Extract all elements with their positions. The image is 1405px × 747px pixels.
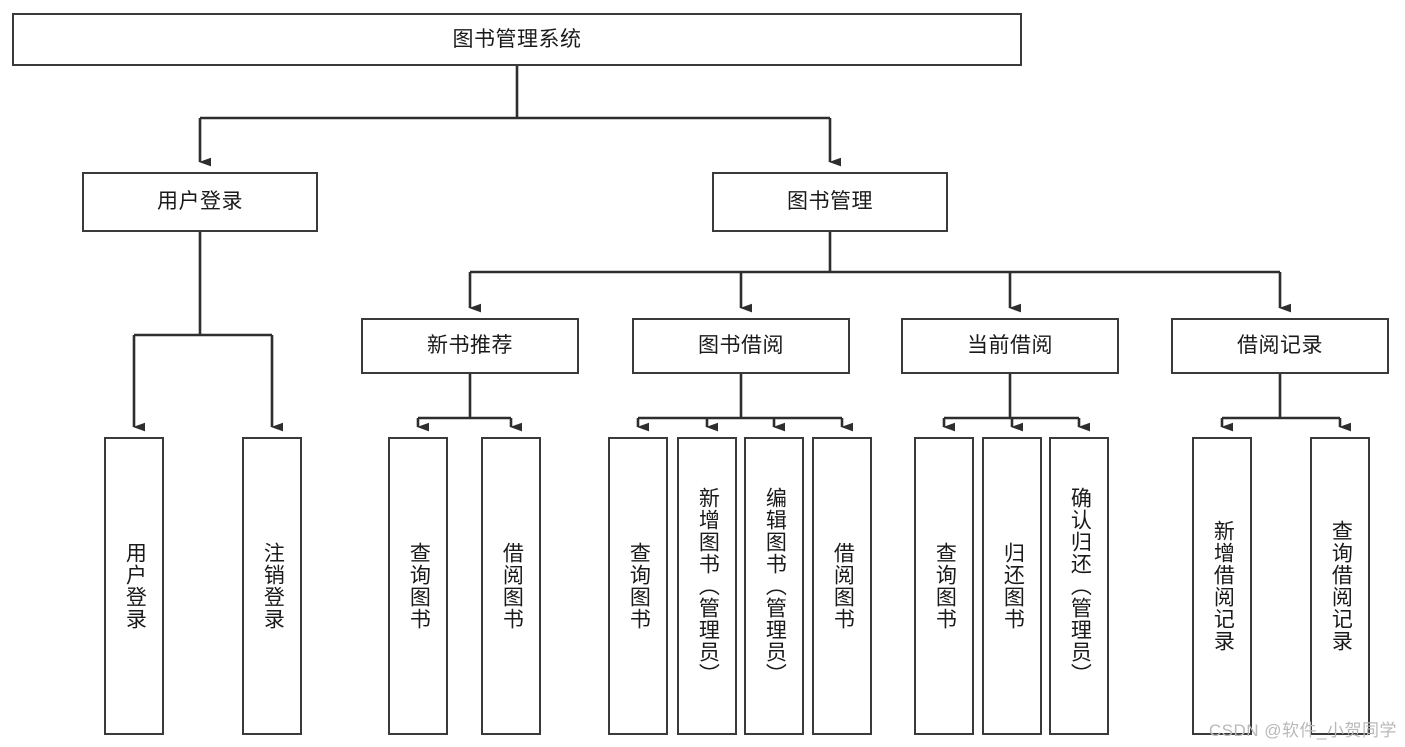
- node-label: 图书管理系统: [452, 27, 582, 51]
- node-login[interactable]: 用户登录: [82, 172, 318, 232]
- node-label: 查询图书: [407, 542, 431, 630]
- node-leaf-bor-edit[interactable]: 编辑图书（管理员）: [744, 437, 804, 735]
- node-label: 归还图书: [1001, 542, 1025, 630]
- node-label: 新增图书（管理员）: [696, 487, 720, 685]
- node-leaf-cur-confirm[interactable]: 确认归还（管理员）: [1049, 437, 1109, 735]
- node-leaf-cur-query[interactable]: 查询图书: [914, 437, 974, 735]
- node-label: 查询图书: [933, 542, 957, 630]
- node-current[interactable]: 当前借阅: [901, 318, 1119, 374]
- node-label: 图书借阅: [698, 334, 784, 358]
- node-label: 新书推荐: [427, 334, 513, 358]
- node-bookmgmt[interactable]: 图书管理: [712, 172, 948, 232]
- node-borrow[interactable]: 图书借阅: [632, 318, 850, 374]
- node-label: 编辑图书（管理员）: [763, 487, 787, 685]
- node-leaf-bor-add[interactable]: 新增图书（管理员）: [677, 437, 737, 735]
- node-label: 借阅图书: [831, 542, 855, 630]
- node-label: 查询借阅记录: [1329, 520, 1353, 652]
- node-root[interactable]: 图书管理系统: [12, 13, 1022, 66]
- node-label: 新增借阅记录: [1211, 520, 1235, 652]
- node-label: 用户登录: [123, 542, 147, 630]
- node-label: 借阅图书: [500, 542, 524, 630]
- node-label: 图书管理: [787, 190, 873, 214]
- node-leaf-user-logout[interactable]: 注销登录: [242, 437, 302, 735]
- node-leaf-new-query[interactable]: 查询图书: [388, 437, 448, 735]
- node-label: 当前借阅: [967, 334, 1053, 358]
- node-records[interactable]: 借阅记录: [1171, 318, 1389, 374]
- node-label: 查询图书: [627, 542, 651, 630]
- node-label: 用户登录: [157, 190, 243, 214]
- node-leaf-user-login[interactable]: 用户登录: [104, 437, 164, 735]
- node-label: 借阅记录: [1237, 334, 1323, 358]
- watermark-text: CSDN @软件_小贺同学: [1208, 721, 1397, 740]
- node-label: 注销登录: [261, 542, 285, 630]
- node-leaf-bor-borrow[interactable]: 借阅图书: [812, 437, 872, 735]
- node-leaf-cur-return[interactable]: 归还图书: [982, 437, 1042, 735]
- node-leaf-rec-add[interactable]: 新增借阅记录: [1192, 437, 1252, 735]
- node-newrec[interactable]: 新书推荐: [361, 318, 579, 374]
- node-leaf-rec-query[interactable]: 查询借阅记录: [1310, 437, 1370, 735]
- node-leaf-new-borrow[interactable]: 借阅图书: [481, 437, 541, 735]
- node-label: 确认归还（管理员）: [1068, 487, 1092, 685]
- node-leaf-bor-query[interactable]: 查询图书: [608, 437, 668, 735]
